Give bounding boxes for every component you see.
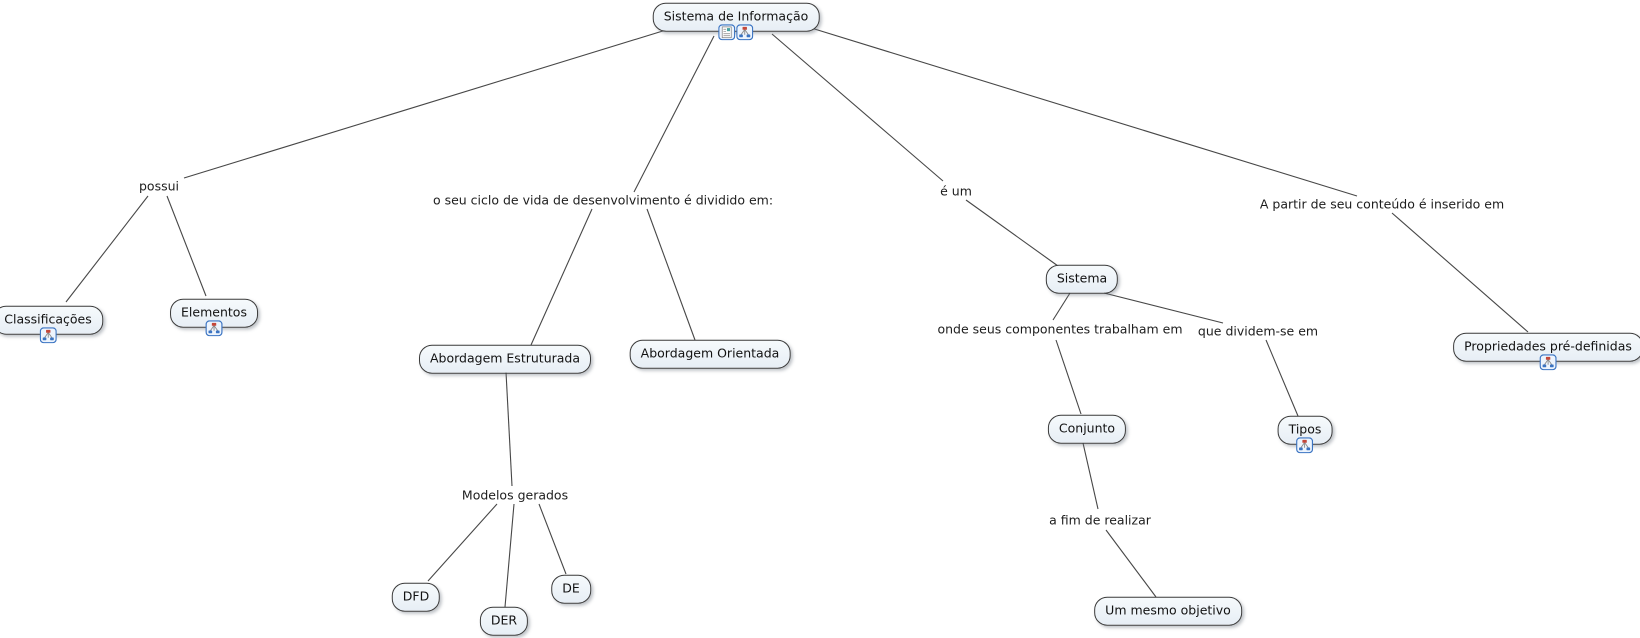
connector-a-partir-propriedades xyxy=(1391,212,1529,333)
concept-label: DFD xyxy=(402,588,430,604)
linking-phrase-possui[interactable]: possui xyxy=(136,178,182,194)
connector-a-fim-objetivo xyxy=(1105,529,1157,598)
concept-label: Propriedades pré-definidas xyxy=(1464,338,1632,354)
resource-links xyxy=(39,326,57,343)
linking-phrase-modelos-gerados[interactable]: Modelos gerados xyxy=(459,487,571,503)
concept-label: Abordagem Orientada xyxy=(640,345,780,361)
connector-root-ciclo xyxy=(633,35,715,193)
resource-links xyxy=(205,319,223,336)
concept-abordagem-orientada[interactable]: Abordagem Orientada xyxy=(629,339,791,369)
concept-label: Sistema xyxy=(1056,270,1108,286)
linking-phrase-que-dividem-se-em[interactable]: que dividem-se em xyxy=(1195,323,1321,339)
concept-abordagem-estruturada[interactable]: Abordagem Estruturada xyxy=(418,344,592,374)
connector-ciclo-abordagem-orientada xyxy=(646,208,696,341)
linking-phrase-onde-seus-componentes[interactable]: onde seus componentes trabalham em xyxy=(935,321,1185,337)
concept-sistema-de-informacao[interactable]: Sistema de Informação xyxy=(652,2,820,40)
connector-sistema-onde xyxy=(1052,292,1071,321)
connector-onde-conjunto xyxy=(1055,339,1082,415)
concept-de[interactable]: DE xyxy=(551,574,591,604)
concept-label: Um mesmo objetivo xyxy=(1105,602,1231,618)
document-icon[interactable] xyxy=(718,23,736,40)
concept-map-icon[interactable] xyxy=(736,23,754,40)
connector-conjunto-a-fim xyxy=(1082,442,1099,510)
connector-root-a-partir xyxy=(807,26,1358,197)
resource-links xyxy=(1539,353,1557,370)
connector-e-um-sistema xyxy=(965,199,1059,267)
connector-root-possui xyxy=(183,29,667,179)
concept-label: Conjunto xyxy=(1058,420,1116,436)
concept-der[interactable]: DER xyxy=(479,606,529,636)
concept-tipos[interactable]: Tipos xyxy=(1277,415,1333,453)
connector-sistema-que-dividem xyxy=(1103,292,1224,324)
connector-que-dividem-tipos xyxy=(1265,339,1299,417)
concept-elementos[interactable]: Elementos xyxy=(170,298,258,336)
concept-label: Sistema de Informação xyxy=(663,8,809,24)
connector-modelos-dfd xyxy=(427,503,498,582)
concept-sistema[interactable]: Sistema xyxy=(1045,264,1119,294)
concept-propriedades-pre-definidas[interactable]: Propriedades pré-definidas xyxy=(1453,332,1640,370)
connector-ciclo-abordagem-estruturada xyxy=(530,208,593,346)
concept-label: Tipos xyxy=(1288,421,1322,437)
connector-modelos-der xyxy=(504,503,515,608)
linking-phrase-a-partir-de-seu-conteudo[interactable]: A partir de seu conteúdo é inserido em xyxy=(1257,196,1507,212)
concept-classificacoes[interactable]: Classificações xyxy=(0,305,103,343)
concept-map-icon[interactable] xyxy=(205,319,223,336)
connector-abordagem-estruturada-modelos xyxy=(505,371,513,487)
resource-links xyxy=(1296,436,1314,453)
concept-map-icon[interactable] xyxy=(1296,436,1314,453)
linking-phrase-a-fim-de-realizar[interactable]: a fim de realizar xyxy=(1047,512,1153,528)
connector-root-e-um xyxy=(771,33,944,182)
resource-links xyxy=(718,23,754,40)
concept-label: Abordagem Estruturada xyxy=(429,350,581,366)
concept-label: Classificações xyxy=(4,311,92,327)
linking-phrase-ciclo-de-vida[interactable]: o seu ciclo de vida de desenvolvimento é… xyxy=(430,192,776,208)
connector-possui-classificacoes xyxy=(65,195,149,303)
linking-phrase-e-um[interactable]: é um xyxy=(938,183,974,199)
concept-label: DE xyxy=(562,580,580,596)
concept-label: Elementos xyxy=(181,304,247,320)
connector-possui-elementos xyxy=(166,195,207,297)
concept-dfd[interactable]: DFD xyxy=(391,582,441,612)
concept-label: DER xyxy=(490,612,518,628)
concept-um-mesmo-objetivo[interactable]: Um mesmo objetivo xyxy=(1094,596,1242,626)
concept-conjunto[interactable]: Conjunto xyxy=(1047,414,1127,444)
connector-modelos-de xyxy=(538,503,567,575)
concept-map-icon[interactable] xyxy=(39,326,57,343)
concept-map-icon[interactable] xyxy=(1539,353,1557,370)
